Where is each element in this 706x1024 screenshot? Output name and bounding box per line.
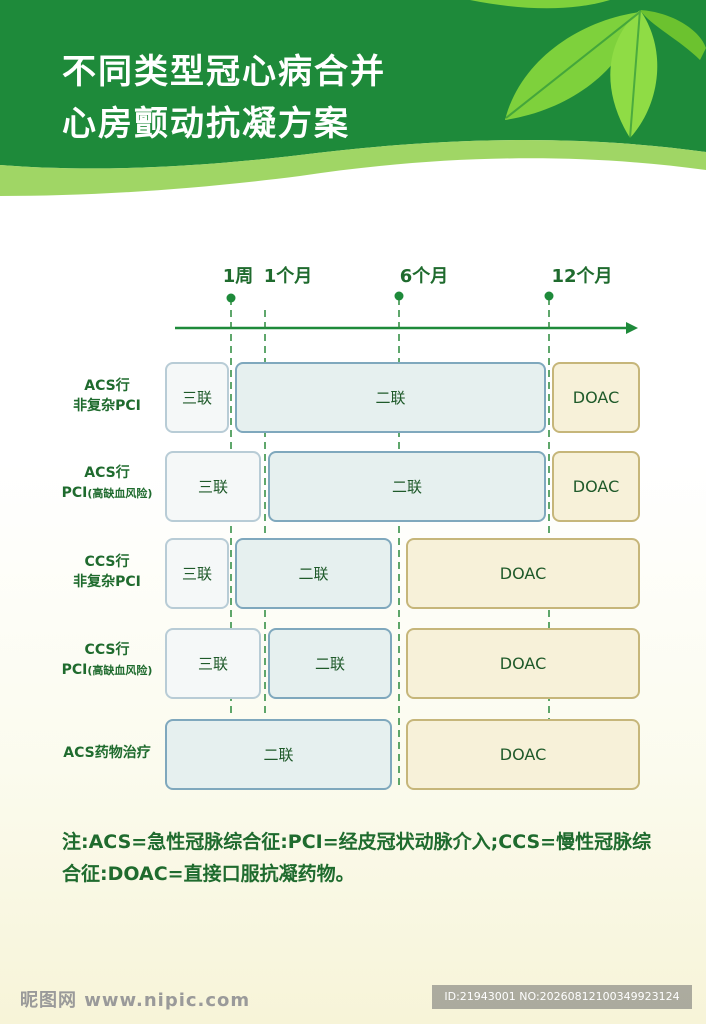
page-title-line2: 心房颤动抗凝方案	[62, 104, 350, 144]
tick-dot-12-month	[544, 291, 554, 301]
segment-triple: 三联	[165, 451, 261, 522]
row-label-line1: ACS行	[84, 465, 130, 481]
segment-triple: 三联	[165, 362, 229, 433]
abbreviation-note: 注:ACS=急性冠脉综合征:PCI=经皮冠状动脉介入;CCS=慢性冠脉综合征:D…	[62, 831, 652, 885]
row-label-ccs-high-risk-pci: CCS行 PCI(高缺血风险)	[52, 640, 162, 681]
row-label-acs-high-risk-pci: ACS行 PCI(高缺血风险)	[52, 463, 162, 504]
row-label-line1: CCS行	[84, 554, 130, 570]
segment-dual: 二联	[235, 362, 546, 433]
tick-dot-6-month	[394, 291, 404, 301]
row-label-acs-simple-pci: ACS行 非复杂PCI	[52, 376, 162, 416]
tick-dot-1-week	[226, 293, 236, 303]
row-label-line2-note: (高缺血风险)	[87, 664, 153, 677]
row-label-line2-note: (高缺血风险)	[87, 487, 153, 500]
tick-label-1-week: 1周	[222, 266, 254, 287]
watermark-logo: 昵图网 www.nipic.com	[20, 990, 251, 1011]
timeline-arrow-icon	[626, 322, 638, 334]
tick-label-6-month: 6个月	[399, 266, 449, 287]
segment-dual: 二联	[165, 719, 392, 790]
row-label-line2: PCI	[61, 662, 88, 678]
segment-doac: DOAC	[552, 451, 640, 522]
segment-doac: DOAC	[406, 628, 640, 699]
segment-triple: 三联	[165, 538, 229, 609]
row-label-line2: PCI	[61, 485, 88, 501]
segment-doac: DOAC	[406, 538, 640, 609]
row-label-line1: ACS药物治疗	[63, 745, 151, 761]
header-banner	[0, 0, 706, 196]
leaf-decoration	[470, 0, 706, 139]
tick-label-12-month: 12个月	[551, 266, 613, 287]
page-title-line1: 不同类型冠心病合并	[62, 52, 386, 92]
row-label-line2: 非复杂PCI	[73, 398, 141, 414]
segment-dual: 二联	[235, 538, 392, 609]
row-label-line2: 非复杂PCI	[73, 574, 141, 590]
row-label-line1: CCS行	[84, 642, 130, 658]
segment-doac: DOAC	[406, 719, 640, 790]
row-label-acs-medical-therapy: ACS药物治疗	[52, 743, 162, 763]
tick-label-1-month: 1个月	[263, 266, 313, 287]
row-label-line1: ACS行	[84, 378, 130, 394]
segment-dual: 二联	[268, 628, 392, 699]
segment-doac: DOAC	[552, 362, 640, 433]
segment-dual: 二联	[268, 451, 546, 522]
segment-triple: 三联	[165, 628, 261, 699]
watermark-id: ID:21943001 NO:20260812100349923124	[432, 985, 692, 1009]
row-label-ccs-simple-pci: CCS行 非复杂PCI	[52, 552, 162, 592]
